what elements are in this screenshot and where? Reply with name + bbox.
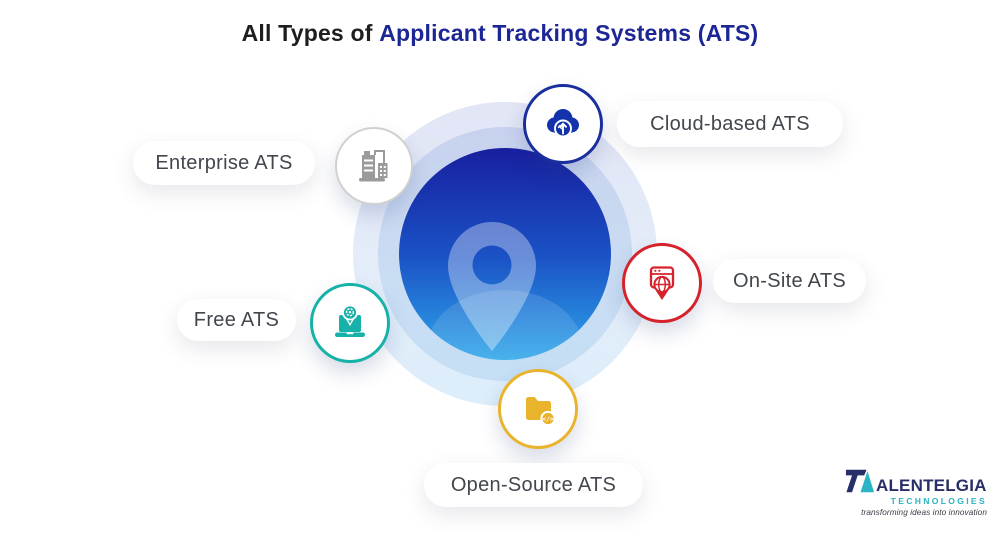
browser-globe-pin-icon	[649, 266, 675, 300]
code-badge-text: </>	[542, 416, 553, 423]
node-open-source: </>	[498, 369, 578, 449]
node-cloud-based	[523, 84, 603, 164]
folder-code-icon: </>	[526, 397, 556, 427]
label-text: Enterprise ATS	[155, 151, 293, 174]
laptop-location-pin-icon	[335, 304, 365, 337]
talentelgia-mark-icon	[845, 469, 875, 493]
logo-wordmark: ALENTELGIA	[845, 467, 987, 494]
label-enterprise-ats: Enterprise ATS	[133, 141, 315, 185]
label-text: Cloud-based ATS	[650, 112, 810, 135]
center-circle	[399, 148, 611, 360]
node-on-site	[622, 243, 702, 323]
page-title-highlight: Applicant Tracking Systems (ATS)	[379, 20, 759, 46]
label-text: On-Site ATS	[733, 269, 846, 292]
location-pin-icon	[448, 222, 536, 351]
logo-name: ALENTELGIA	[876, 476, 987, 495]
office-building-icon	[359, 150, 388, 182]
label-cloud-based-ats: Cloud-based ATS	[617, 101, 843, 147]
node-free	[310, 283, 390, 363]
logo-tagline: transforming ideas into innovation	[861, 508, 987, 517]
node-enterprise	[335, 127, 413, 205]
page-title: All Types of Applicant Tracking Systems …	[0, 20, 1000, 47]
label-on-site-ats: On-Site ATS	[713, 259, 866, 303]
page-title-prefix: All Types of	[241, 20, 380, 46]
talentelgia-logo: ALENTELGIA TECHNOLOGIES transforming ide…	[845, 467, 987, 517]
label-text: Free ATS	[193, 308, 280, 331]
cloud-upload-icon	[547, 109, 579, 138]
logo-division: TECHNOLOGIES	[890, 496, 987, 506]
label-text: Open-Source ATS	[450, 473, 617, 496]
label-free-ats: Free ATS	[177, 299, 296, 341]
label-open-source-ats: Open-Source ATS	[424, 463, 643, 507]
